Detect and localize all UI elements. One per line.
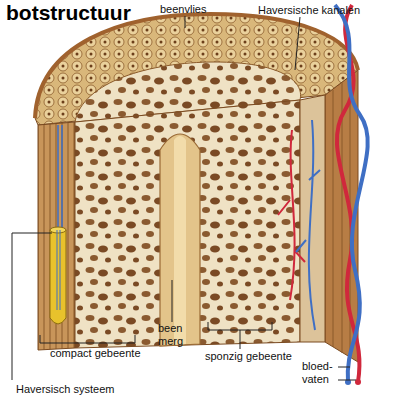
haversian-canal [57,230,60,310]
leader-line [12,233,52,380]
inner-artery [278,130,305,300]
inner-vein [296,120,320,330]
leader-line [185,16,186,28]
leader-line [172,280,173,322]
spongy-bone [75,100,300,348]
haversian-top [50,227,66,233]
haversian-vessel [58,125,62,228]
part-label: Haversische kanalen [258,4,360,17]
compact-bone-left [38,122,75,350]
part-label: sponzig gebeente [205,350,292,363]
bracket [208,322,272,349]
part-label: beenvlies [160,3,206,16]
leader-line [338,380,356,381]
leader-line [295,17,300,70]
vein [335,5,368,382]
leader-lines [12,16,356,380]
bone-marrow [160,134,200,346]
part-label: Haversisch systeem [16,383,114,396]
leader-line [338,367,350,368]
diagram-title: botstructuur [6,1,131,25]
bone-marrow-highlight [174,136,186,345]
part-label: bloed- vaten [302,360,340,386]
bracket [40,335,135,343]
part-label: compact gebeente [50,347,141,360]
part-label: been merg [158,322,188,348]
haversian-cylinder [50,230,66,324]
